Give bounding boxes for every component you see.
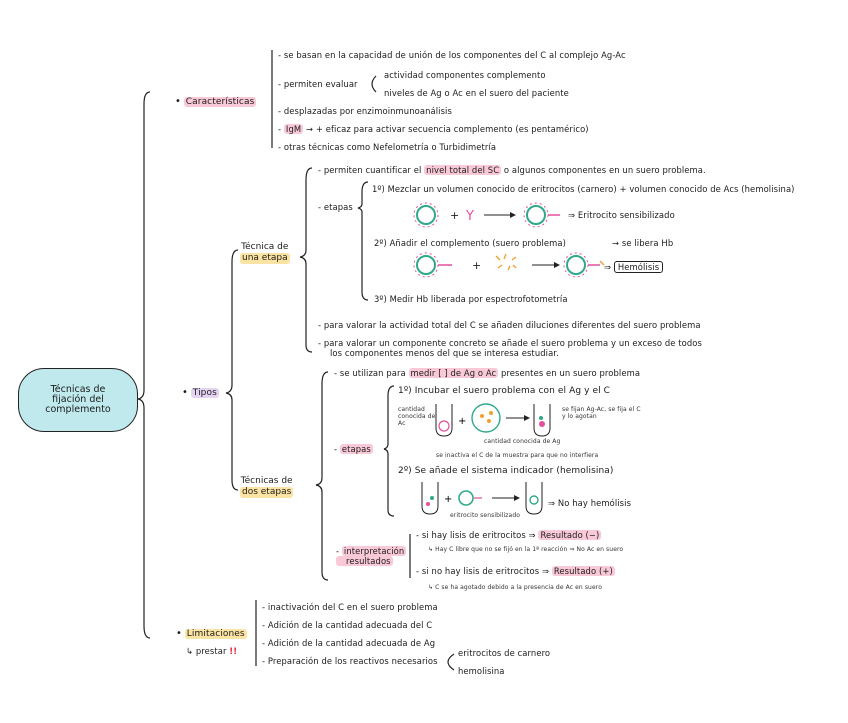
una-paso-1: 1º) Mezclar un volumen conocido de eritr… — [372, 184, 795, 194]
sensitized-erythrocyte-icon — [413, 252, 452, 278]
una-valorar-comp-2: los componentes menos del que se interes… — [330, 348, 559, 358]
caracteristicas-label: Características — [183, 97, 257, 107]
complement-icon — [495, 253, 517, 271]
root-line-1: Técnicas de — [50, 384, 106, 395]
dos-interpretacion: - interpretación resultados — [336, 546, 407, 566]
limitaciones-node: • Limitaciones — [176, 628, 247, 639]
una-hemolisis: ⇒ Hemólisis — [604, 261, 664, 273]
antigen-cluster-icon — [471, 403, 501, 433]
limit-item-4: - Preparación de los reactivos necesario… — [262, 656, 438, 666]
svg-text:+: + — [472, 259, 481, 272]
caracteristicas-node: • Características — [175, 96, 257, 107]
plus-sign: + — [450, 209, 459, 222]
dos-cantidad-ac: cantidad conocida de Ac — [398, 406, 436, 427]
caract-item-2b: niveles de Ag o Ac en el suero del pacie… — [384, 88, 569, 98]
limit-reactivo-2: hemolisina — [458, 666, 505, 676]
test-tube-icon — [435, 404, 453, 437]
warning-marks: !! — [229, 646, 238, 656]
una-valorar-total: - para valorar la actividad total del C … — [318, 320, 701, 330]
bullet: • — [175, 96, 181, 107]
dos-utilizan: - se utilizan para medir [ ] de Ag o Ac … — [334, 368, 641, 378]
limitaciones-sub: ↳ prestar !! — [186, 646, 238, 656]
dos-inactiva: se inactiva el C de la muestra para que … — [436, 452, 599, 459]
caract-item-5: - otras técnicas como Nefelometría o Tur… — [278, 142, 497, 152]
dos-etapas-diagram-1: + — [435, 403, 551, 437]
tipos-node: • Tipos — [182, 387, 219, 398]
una-etapa-node: Técnica de una etapa — [240, 242, 290, 264]
dos-etapas-label: - etapas — [334, 444, 373, 454]
una-permiten: - permiten cuantificar el nivel total de… — [318, 165, 706, 175]
dos-paso-2: 2º) Se añade el sistema indicador (hemol… — [398, 466, 614, 476]
test-tube-icon — [533, 404, 551, 437]
dos-fijacion: se fijan Ag-Ac, se fija el C y lo agotan — [562, 406, 641, 420]
sensitized-erythrocyte-icon — [523, 202, 560, 228]
una-etapa-diagram-1: + Y — [413, 202, 560, 228]
lysed-erythrocyte-icon — [563, 252, 605, 278]
caract-item-4: - IgM → + eficaz para activar secuencia … — [278, 124, 589, 134]
una-etapas-label: - etapas — [318, 202, 353, 212]
erythrocyte-icon — [413, 202, 439, 228]
dos-resultado-positivo: - si no hay lisis de eritrocitos ⇒ Resul… — [416, 566, 615, 576]
dos-etapas-node: Técnicas de dos etapas — [240, 476, 294, 498]
una-etapa-diagram-2: + — [413, 252, 605, 278]
limit-item-3: - Adición de la cantidad adecuada de Ag — [262, 638, 436, 648]
dos-resultado-positivo-sub: ↳ C se ha agotado debido a la presencia … — [428, 584, 602, 591]
dos-eritro-sens: eritrocito sensibilizado — [450, 512, 521, 519]
tipos-label: Tipos — [190, 388, 219, 398]
root-line-2: fijación del — [52, 394, 104, 405]
una-paso-3: 3º) Medir Hb liberada por espectrofotome… — [374, 294, 568, 304]
test-tube-icon — [525, 482, 543, 515]
dos-resultado-negativo-sub: ↳ Hay C libre que no se fijó en la 1ª re… — [428, 546, 624, 553]
una-paso-2: 2º) Añadir el complemento (suero problem… — [374, 238, 567, 248]
dos-no-hemolisis: ⇒ No hay hemólisis — [548, 498, 632, 508]
caract-item-2: - permiten evaluar — [278, 79, 358, 89]
dos-cantidad-ag: cantidad conocida de Ag — [484, 438, 561, 445]
limit-item-1: - inactivación del C en el suero problem… — [262, 602, 438, 612]
caract-item-1: - se basan en la capacidad de unión de l… — [278, 50, 626, 60]
test-tube-icon — [421, 482, 439, 515]
limit-item-2: - Adición de la cantidad adecuada del C — [262, 620, 433, 630]
erythrocyte-icon — [458, 490, 482, 506]
limitaciones-label: Limitaciones — [184, 629, 247, 639]
dos-resultado-negativo: - si hay lisis de eritrocitos ⇒ Resultad… — [416, 530, 602, 540]
dos-etapas-diagram-2: + — [421, 482, 543, 515]
una-valorar-comp-1: - para valorar un componente concreto se… — [318, 338, 702, 348]
root-line-3: complemento — [45, 404, 111, 415]
svg-text:+: + — [444, 494, 452, 505]
antibody-icon: Y — [465, 209, 474, 224]
svg-text:+: + — [458, 416, 466, 427]
dos-paso-1: 1º) Incubar el suero problema con el Ag … — [398, 386, 611, 396]
caract-item-2a: actividad componentes complemento — [384, 70, 546, 80]
limit-reactivo-1: eritrocitos de carnero — [458, 648, 551, 658]
una-libera-hb: → se libera Hb — [612, 238, 674, 248]
caract-item-3: - desplazadas por enzimoinmunoanálisis — [278, 106, 452, 116]
root-node: Técnicas de fijación del complemento — [18, 368, 138, 432]
una-eritro-sens: ⇒ Eritrocito sensibilizado — [568, 210, 675, 220]
